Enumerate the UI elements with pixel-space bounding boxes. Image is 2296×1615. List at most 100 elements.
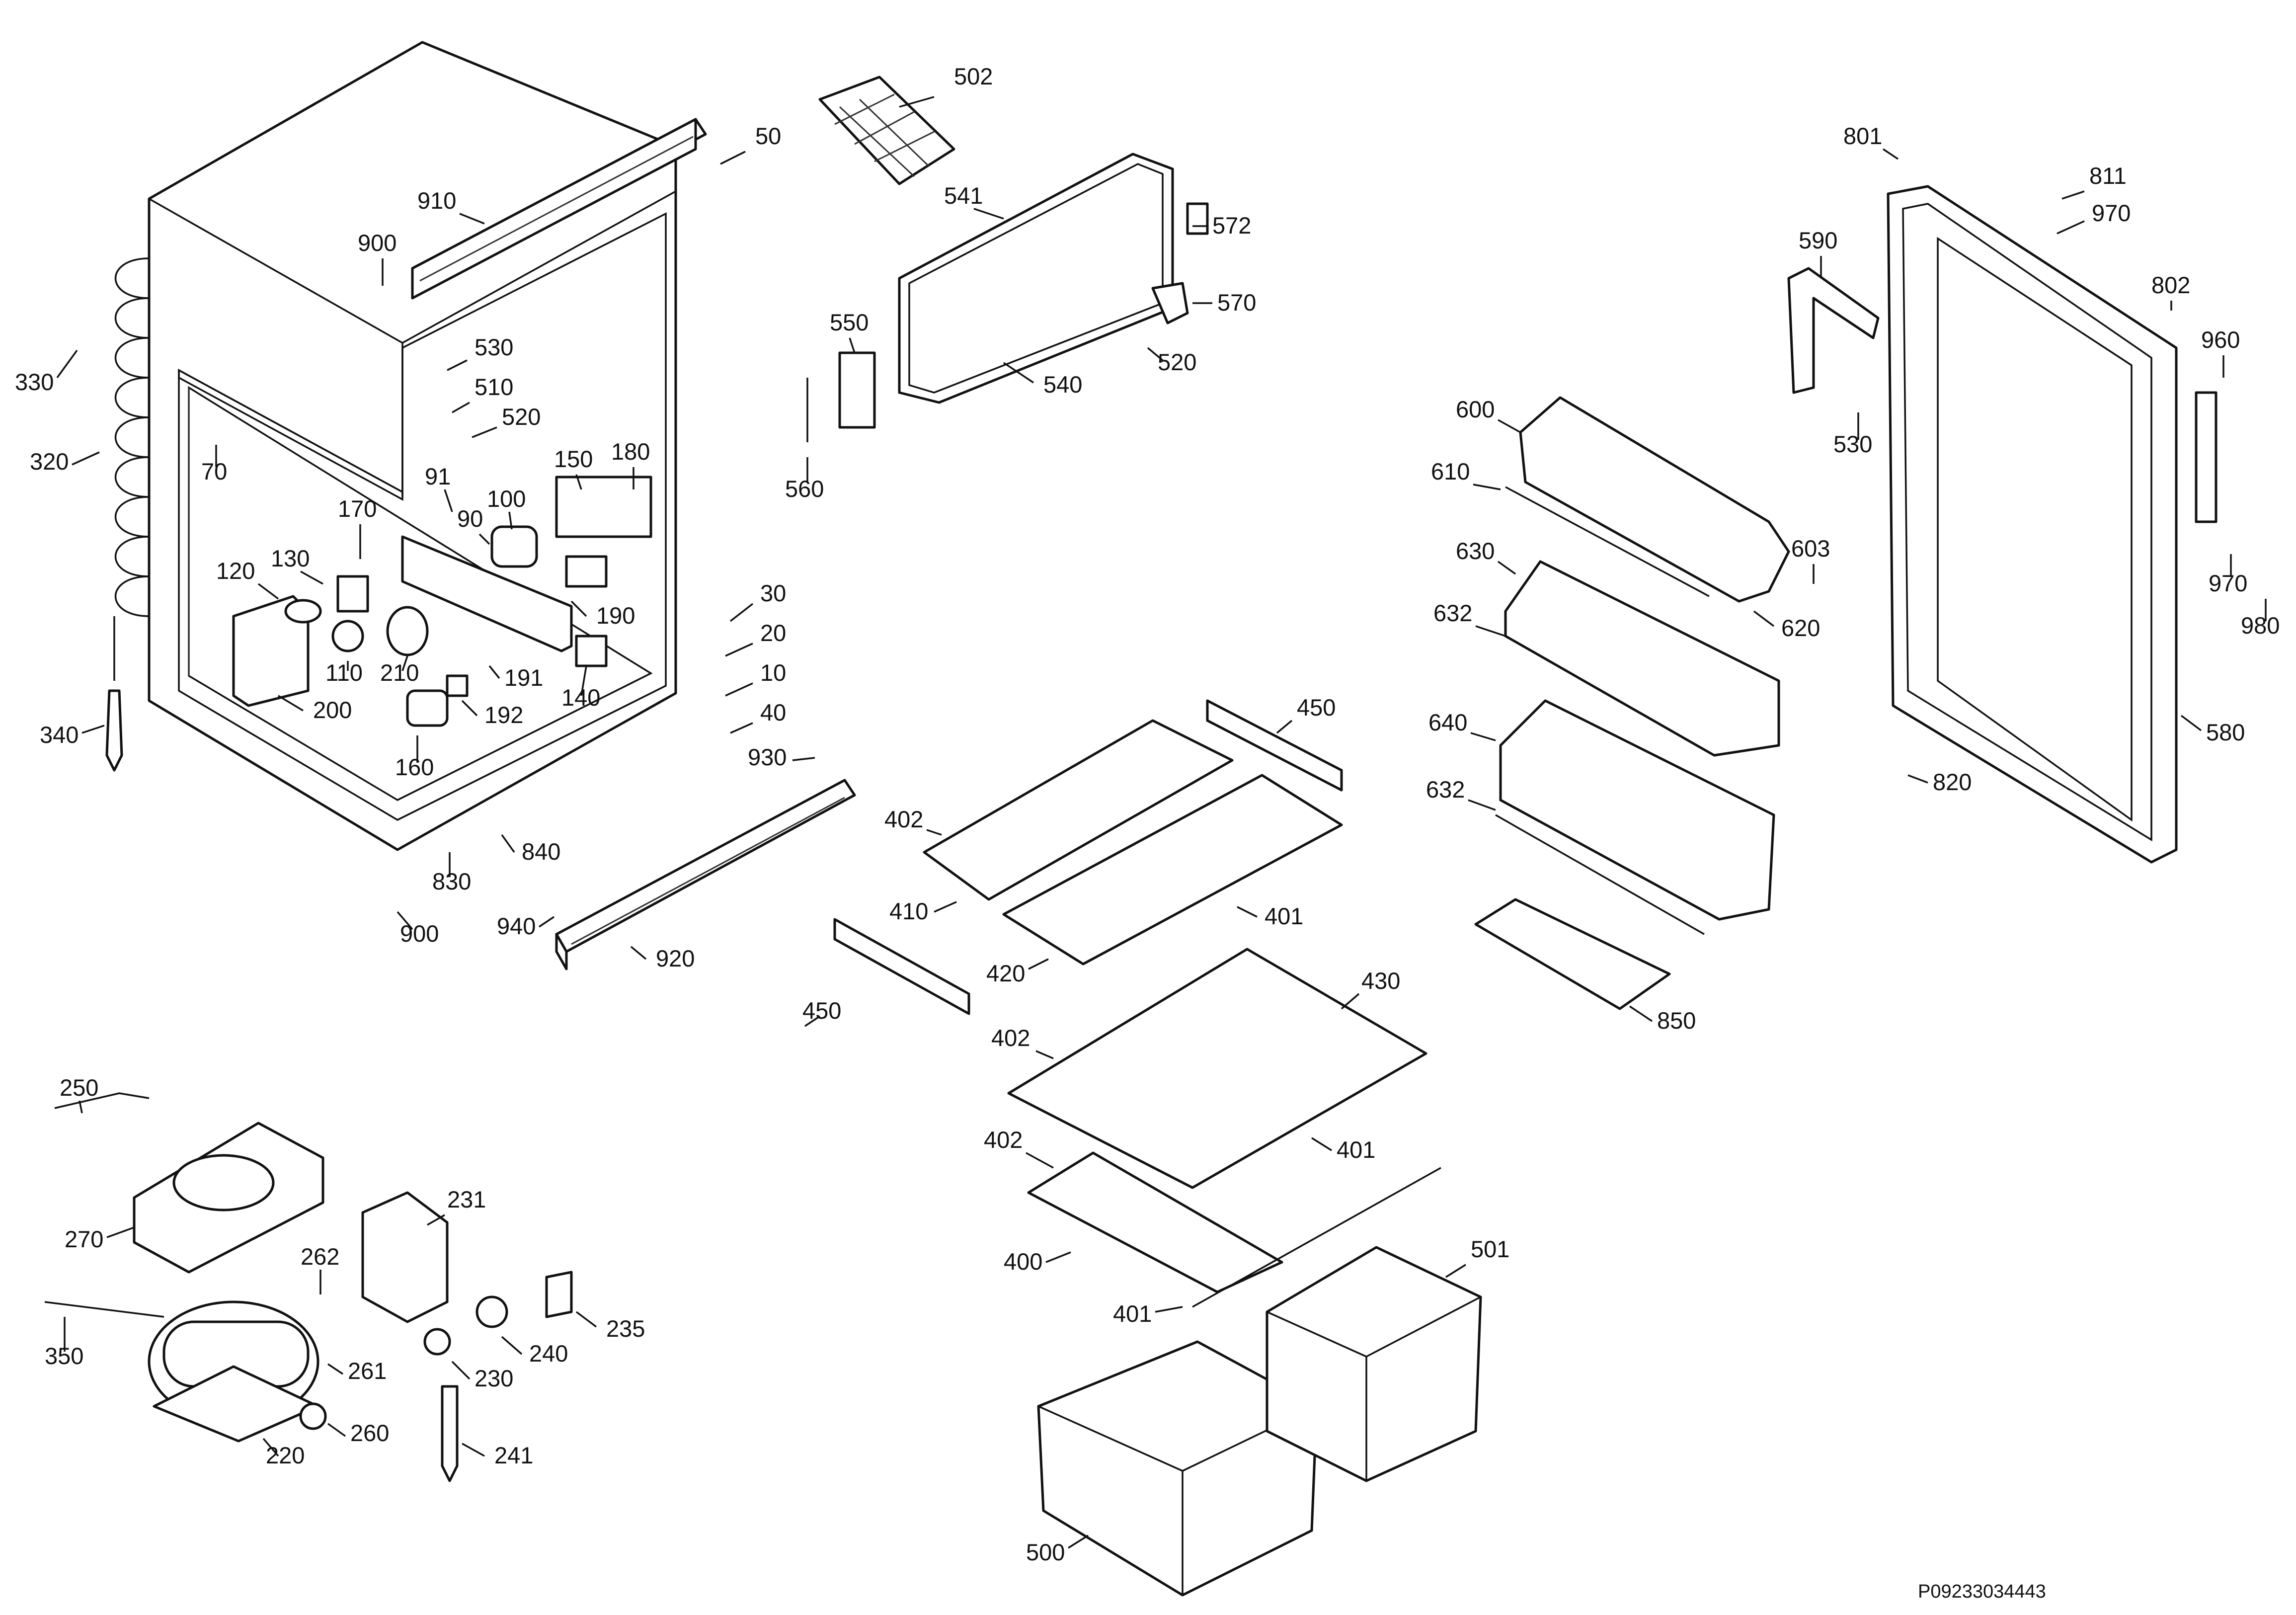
part-label: 110: [325, 659, 363, 686]
leader-line: [792, 757, 815, 761]
part-label: 100: [487, 485, 526, 512]
part-label: 240: [529, 1340, 568, 1367]
part-label: 250: [60, 1074, 98, 1101]
part-label: 501: [1471, 1236, 1509, 1262]
part-label: 450: [802, 997, 841, 1024]
leader-line: [1883, 148, 1899, 160]
part-label: 430: [1361, 968, 1400, 994]
leader-line: [257, 583, 279, 600]
part-labels: 5025054157257055054052056091090033053051…: [15, 63, 2280, 1565]
part-label: 150: [554, 446, 593, 472]
part-label: 10: [760, 659, 786, 686]
part-label: 502: [954, 63, 993, 89]
leader-line: [849, 337, 856, 353]
leader-line: [300, 570, 323, 585]
leader-line: [459, 213, 485, 225]
leader-line: [1311, 1137, 1332, 1151]
dairy-compartment-600: [1505, 396, 1790, 603]
leader-line: [1907, 774, 1928, 784]
leader-line: [447, 359, 468, 371]
part-label: 140: [561, 684, 600, 711]
leader-line: [451, 1361, 471, 1380]
part-label: 801: [1843, 123, 1882, 149]
leader-line: [1341, 993, 1360, 1010]
glass-strip-401: [1192, 1167, 1441, 1308]
part-label: 340: [40, 722, 79, 748]
leader-line: [1035, 1050, 1054, 1059]
part-label: 850: [1657, 1007, 1696, 1034]
leader-line: [1497, 561, 1516, 575]
shelf-support-450: [833, 699, 1343, 1015]
leader-line: [452, 402, 470, 413]
leader-line: [72, 451, 100, 466]
part-label: 50: [755, 123, 781, 149]
part-label: 550: [830, 309, 869, 335]
part-label: 610: [1431, 458, 1470, 484]
part-label: 120: [216, 558, 255, 584]
part-label: 402: [991, 1025, 1030, 1051]
leader-line: [575, 474, 582, 490]
part-label: 330: [15, 369, 54, 395]
compressor-cover-270: [133, 1122, 324, 1274]
leader-line: [106, 1226, 135, 1238]
part-label: 802: [2151, 272, 2190, 298]
part-label: 402: [884, 806, 923, 832]
part-label: 30: [760, 580, 786, 606]
compressor-220: [44, 1300, 319, 1443]
leader-line: [926, 829, 942, 836]
part-label: 970: [2209, 570, 2247, 596]
crisper-drawer-501: [1266, 1246, 1482, 1482]
part-label: 70: [201, 458, 227, 484]
leader-line: [730, 722, 753, 734]
part-label: 960: [2201, 326, 2240, 353]
part-label: 572: [1212, 212, 1251, 239]
shelf-upper: [923, 719, 1343, 966]
part-label: 401: [1337, 1136, 1375, 1163]
leader-line: [570, 600, 587, 617]
top-trim-910: [411, 118, 707, 300]
part-label: 910: [417, 187, 456, 214]
part-label: 520: [1158, 349, 1196, 375]
leader-line: [2057, 220, 2085, 235]
leader-line: [1028, 958, 1049, 970]
leader-line: [1475, 625, 1506, 637]
leader-line: [934, 901, 957, 913]
door-580: [1887, 185, 2178, 864]
leader-line: [327, 1363, 343, 1375]
small-compressor-parts: [54, 1092, 573, 1482]
leader-line: [1155, 1306, 1183, 1313]
leader-line: [427, 1214, 445, 1226]
part-label: 541: [944, 182, 983, 209]
leader-line: [1147, 347, 1164, 361]
leader-line: [79, 1100, 83, 1114]
part-label: 970: [2092, 200, 2131, 226]
leader-line: [501, 1336, 523, 1355]
part-label: 90: [457, 505, 483, 532]
part-label: 580: [2206, 719, 2245, 745]
leader-line: [580, 665, 587, 696]
part-label: 350: [45, 1343, 83, 1369]
part-label: 632: [1433, 600, 1472, 626]
leader-line: [478, 533, 490, 545]
part-label: 320: [30, 448, 69, 475]
leader-line: [1470, 732, 1496, 741]
part-label: 91: [425, 463, 451, 489]
leader-line: [725, 643, 753, 657]
leader-line: [1237, 906, 1258, 918]
part-label: 420: [986, 960, 1025, 986]
leader-line: [278, 695, 304, 712]
leader-line: [81, 725, 105, 734]
part-label: 920: [656, 945, 695, 971]
leader-line: [508, 511, 513, 530]
part-label: 20: [760, 620, 786, 646]
part-label: 40: [760, 699, 786, 726]
cabinet-body: [148, 41, 677, 851]
part-label: 830: [432, 868, 471, 894]
part-label: 620: [1781, 615, 1820, 641]
reference-code: P09233034443: [1918, 1581, 2046, 1602]
leader-line: [462, 1443, 485, 1457]
leader-line: [973, 208, 1004, 220]
freezer-door-540: [806, 153, 1209, 442]
part-label: 210: [380, 659, 419, 686]
